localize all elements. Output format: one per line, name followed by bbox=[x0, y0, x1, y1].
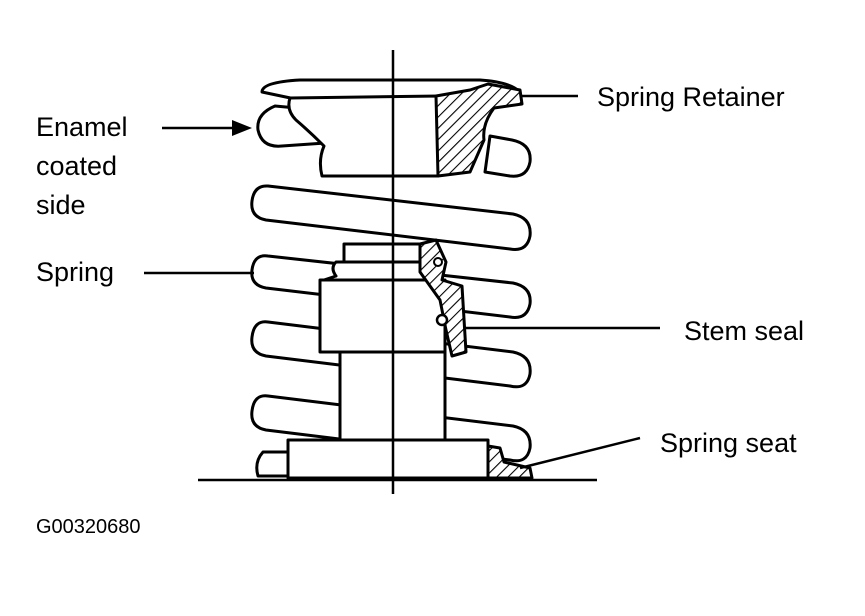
label-spring: Spring bbox=[36, 257, 115, 287]
label-stem-seal: Stem seal bbox=[684, 316, 805, 346]
spring-retainer bbox=[260, 78, 524, 178]
leader-lines bbox=[144, 94, 660, 470]
label-spring-seat: Spring seat bbox=[660, 428, 797, 458]
label-enamel-line2: coated bbox=[36, 151, 118, 181]
spring-seat bbox=[286, 438, 534, 480]
label-spring-retainer: Spring Retainer bbox=[597, 82, 785, 112]
stem-seal bbox=[418, 238, 468, 358]
figure-code: G00320680 bbox=[36, 516, 141, 538]
label-enamel-line3: side bbox=[36, 190, 86, 220]
label-enamel-line1: Enamel bbox=[36, 112, 128, 142]
